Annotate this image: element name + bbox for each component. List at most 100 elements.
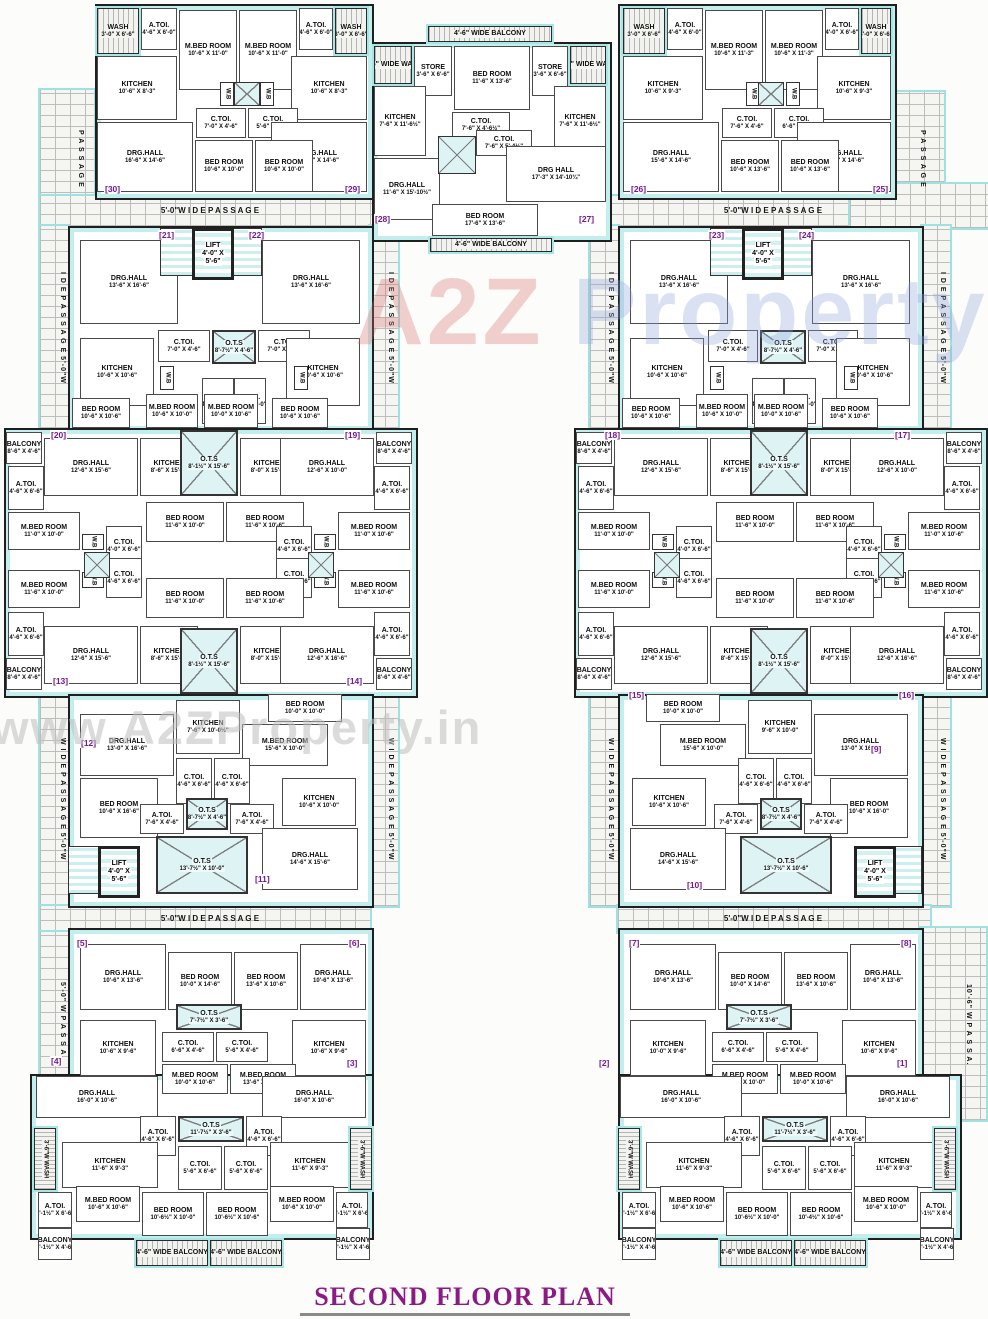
passage-label: 5'-0"W I D E P A S S A G E: [723, 913, 823, 923]
room-dimensions: 4'-6" X 6'-6": [141, 1136, 175, 1143]
room-dimensions: 7'-6" X 4'-6": [730, 123, 764, 130]
room-dimensions: 7'-6" X 4'-6": [809, 819, 843, 826]
room-name: M.BED ROOM: [721, 1071, 769, 1079]
room-name: A.TOI.: [381, 626, 403, 634]
room-dimensions: 6'-6" X 4'-6": [721, 1047, 755, 1054]
room-dimensions: 8'-6" X 4'-6": [947, 448, 981, 455]
room-dimensions: 5'-6" X 4'-6": [225, 1047, 259, 1054]
room-dimensions: 9'-6" X 10'-0": [761, 727, 799, 734]
room-dimensions: 13'-6" X 10'-6": [796, 981, 836, 988]
room-dimensions: 10'-6" X 13'-6": [863, 977, 903, 984]
room-dimensions: 7'-6" X 11'-6½": [559, 121, 601, 128]
room-name: KITCHEN: [878, 1157, 910, 1165]
room-name: BED ROOM: [280, 405, 320, 413]
room-dimensions: 10'-0" X 10'-0": [285, 708, 325, 715]
room-dimensions: 11'-6" X 9'-3": [291, 1165, 329, 1172]
room-name: DRG.HALL: [642, 647, 680, 655]
room-name: BED ROOM: [285, 700, 325, 708]
room-name: BED ROOM: [245, 514, 285, 522]
staircase-duct: [758, 82, 784, 106]
room-name: BED ROOM: [737, 1206, 777, 1214]
room-4-6-wide-balcony: 4'-6" WIDE BALCONY: [210, 1240, 282, 1266]
staircase-duct: [234, 82, 260, 106]
room-dimensions: 7'-6" X 10'-0½": [187, 727, 229, 734]
unit-number: [20]: [50, 430, 68, 440]
room-name: M.BED ROOM: [862, 1196, 910, 1204]
room-dimensions: 11'-6" X 9'-3": [875, 1165, 913, 1172]
room-name: A.TOI.: [148, 21, 170, 29]
room-name: KITCHEN: [307, 364, 339, 372]
room-dimensions: 10'-6" X 10'-0": [204, 166, 244, 173]
room-name: W.B: [660, 536, 667, 548]
room-name: M.BED ROOM: [278, 1196, 326, 1204]
room-name: 4'-6" WIDE BALCONY: [720, 1249, 792, 1257]
room-dimensions: 10'-6½" X 10'-0": [734, 1214, 780, 1221]
room-name: O.T.S: [199, 455, 219, 464]
room-dimensions: 13'-6" X 10'-6": [246, 981, 286, 988]
room-name: A.TOI.: [951, 480, 973, 488]
room-name: M.BED ROOM: [590, 523, 638, 531]
room-dimensions: 5'-6" X 6'-6": [767, 1168, 801, 1175]
room-a-toi: A.TOI.4'-6" X 6'-0": [299, 8, 333, 50]
room-dimensions: 10'-6½" X 10'-0": [150, 1214, 196, 1221]
room-name: O.T.S: [192, 857, 212, 866]
room-name: DRG.HALL: [652, 149, 690, 157]
room-dimensions: 12'-6" X 16'-6": [877, 655, 917, 662]
room-a-toi: A.TOI.4'-6" X 6'-6": [8, 612, 44, 656]
room-c-toi: C.TOI.4'-6" X 6'-6": [176, 758, 212, 804]
room-dimensions: 11'-6" X 13'-6": [472, 78, 512, 85]
room-dimensions: 8'-6" X 4'-6": [577, 674, 611, 681]
room-name: BALCONY: [6, 666, 42, 674]
room-dimensions: 10'-6" X 9'-3": [644, 88, 682, 95]
room-name: W.B: [892, 536, 899, 548]
room-name: 4'-6" WIDE BALCONY: [794, 1249, 866, 1257]
room-name: A.TOI.: [837, 1128, 859, 1136]
room-dimensions: 11'-6" X 10'-0": [24, 589, 64, 596]
room-a-toi: A.TOI.4'-1½" X 6'-6": [622, 1192, 656, 1228]
room-name: WASH: [632, 23, 656, 32]
room-dimensions: 7'-7½" X 3'-6": [738, 1017, 780, 1025]
room-dimensions: 7'-0" X 4'-6": [204, 123, 238, 130]
room-name: W.B: [90, 574, 97, 586]
room-name: C.TOI.: [788, 115, 810, 123]
room-name: M.BED ROOM: [920, 523, 968, 531]
room-dimensions: 11'-6" X 10'-6": [924, 589, 964, 596]
room-dimensions: 10'-6" X 10'-0": [702, 411, 742, 418]
room-name: WASH: [339, 23, 363, 32]
room-dimensions: 11'-6" X 10'-6": [815, 598, 855, 605]
room-dimensions: 10'-6" X 10'-6": [303, 372, 343, 379]
lift-label: LIFT: [110, 860, 128, 869]
room-dimensions: 16'-0" X 10'-6": [878, 1097, 918, 1104]
room-dimensions: 10'-6" X 10'-6": [649, 802, 689, 809]
room-name: A.TOI.: [253, 1128, 275, 1136]
room-name: KITCHEN: [653, 794, 685, 802]
room-dimensions: 8'-6" X 15'-6": [720, 655, 758, 662]
room-name: 3'-6"W WASH: [941, 1139, 949, 1179]
unit-number: [30]: [104, 184, 122, 194]
room-name: BALCONY: [946, 440, 982, 448]
room-name: W.B: [848, 372, 855, 384]
room-c-toi: C.TOI.6'-6" X 4'-6": [162, 1032, 214, 1062]
room-name: BALCONY: [336, 1236, 370, 1244]
lift-label: 4'-0" X: [863, 868, 887, 876]
room-name: A.TOI.: [15, 480, 37, 488]
room-name: 3'-6"W WASH: [41, 1139, 49, 1179]
room-name: DRG.HALL: [659, 851, 697, 859]
